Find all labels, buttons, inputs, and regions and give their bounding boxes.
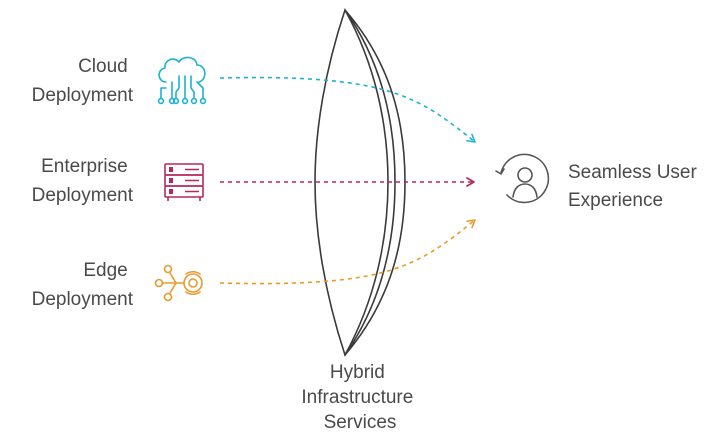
source-edge: Edge Deployment: [32, 260, 203, 310]
edge-connector-arrow: [219, 219, 476, 285]
source-edge-label: Edge Deployment: [32, 260, 134, 310]
cloud-connector-arrow: [219, 76, 476, 143]
target-label: Seamless User Experience: [568, 162, 702, 211]
source-cloud: Cloud Deployment: [32, 56, 207, 106]
source-cloud-label: Cloud Deployment: [32, 56, 134, 106]
lens-label: Hybrid Infrastructure Services: [301, 362, 418, 433]
target-user-experience: Seamless User Experience: [495, 153, 702, 211]
edge-node-icon: [154, 264, 203, 302]
source-enterprise: Enterprise Deployment: [32, 156, 204, 206]
cloud-icon: [157, 56, 207, 105]
user-cycle-icon: [495, 153, 550, 204]
source-enterprise-label: Enterprise Deployment: [32, 156, 134, 206]
server-icon: [164, 163, 204, 201]
